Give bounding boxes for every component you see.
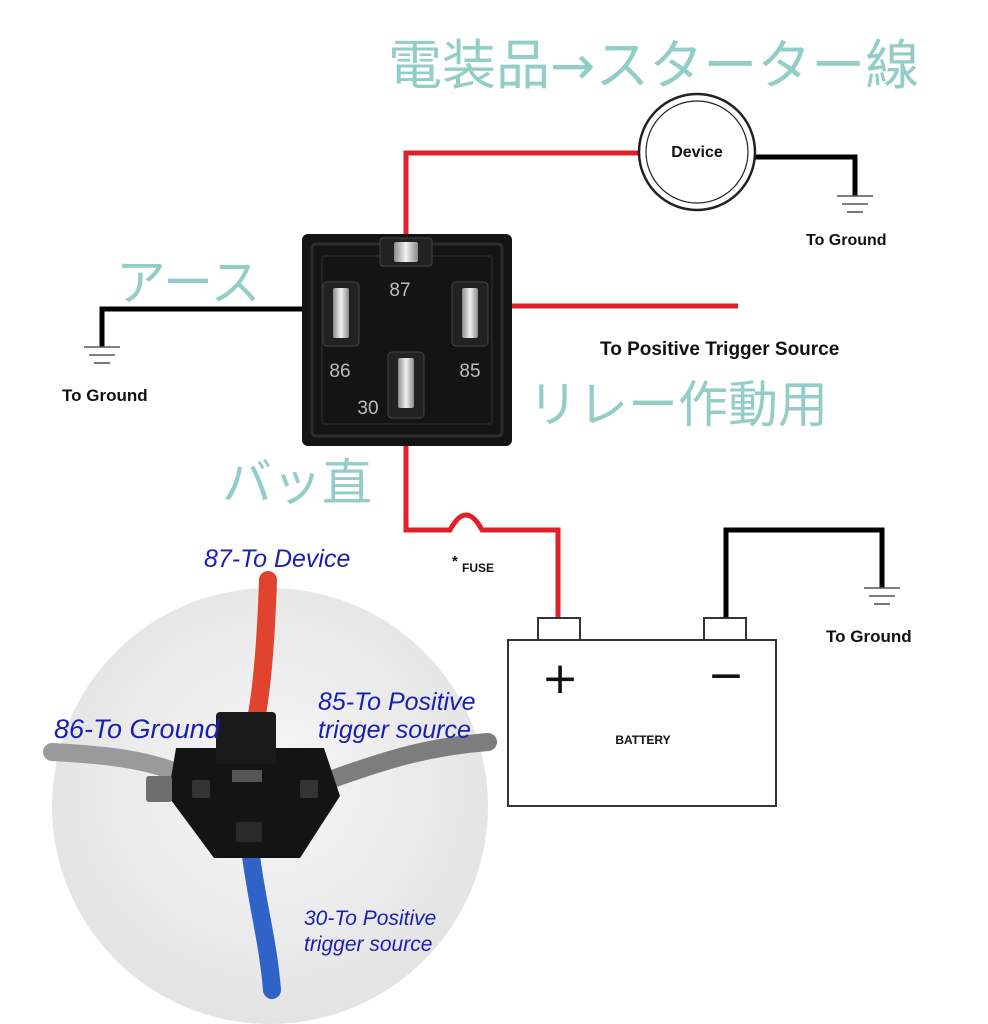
wire-device-to-ground	[752, 154, 858, 196]
annotation-ground: アース	[116, 254, 261, 312]
photo-label-86: 86-To Ground	[54, 714, 221, 744]
device-label: Device	[671, 144, 723, 161]
wire-battery-negative-to-ground	[723, 527, 885, 618]
to-positive-trigger-label: To Positive Trigger Source	[600, 339, 839, 360]
pin-87-terminal	[394, 242, 418, 262]
socket-photo	[43, 571, 497, 1024]
pin-86-terminal	[333, 288, 349, 338]
photo-label-85-line2: trigger source	[318, 716, 471, 744]
annotation-relay: リレー作動用	[528, 376, 828, 434]
wire-30-to-battery	[403, 408, 561, 618]
pin-85-label: 85	[459, 361, 480, 382]
to-ground-label-86: To Ground	[62, 386, 148, 405]
fuse-asterisk: *	[452, 553, 458, 570]
annotation-top: 電装品→スターター線	[388, 34, 919, 97]
battery-plus: +	[542, 653, 579, 704]
device-symbol: Device	[637, 92, 757, 212]
annotation-battery: バッ直	[222, 454, 372, 512]
battery-minus: −	[708, 650, 745, 701]
pin-86-label: 86	[329, 361, 350, 382]
ground-symbol-battery	[864, 587, 900, 605]
relay-body: 87 86 85 30	[302, 234, 512, 446]
wire-86-to-ground	[99, 306, 334, 347]
pin-85-terminal	[462, 288, 478, 338]
fuse-label: FUSE	[462, 561, 494, 575]
to-ground-label-device: To Ground	[806, 232, 887, 249]
battery-label: BATTERY	[615, 733, 670, 747]
photo-label-87: 87-To Device	[204, 545, 350, 573]
pin-30-label: 30	[357, 398, 378, 419]
wires	[99, 150, 885, 618]
wire-87-to-device	[403, 150, 642, 245]
to-ground-label-battery: To Ground	[826, 627, 912, 646]
battery-symbol: + − BATTERY	[507, 617, 777, 807]
wire-30-blue-photo	[241, 839, 281, 999]
photo-label-85-line1: 85-To Positive	[318, 688, 476, 716]
photo-label-30-line1: 30-To Positive	[304, 907, 436, 930]
ground-symbol-86	[84, 346, 120, 364]
photo-label-30-line2: trigger source	[304, 933, 432, 956]
pin-87-label: 87	[389, 280, 410, 301]
pin-30-terminal	[398, 358, 414, 408]
ground-symbol-device	[837, 195, 873, 213]
